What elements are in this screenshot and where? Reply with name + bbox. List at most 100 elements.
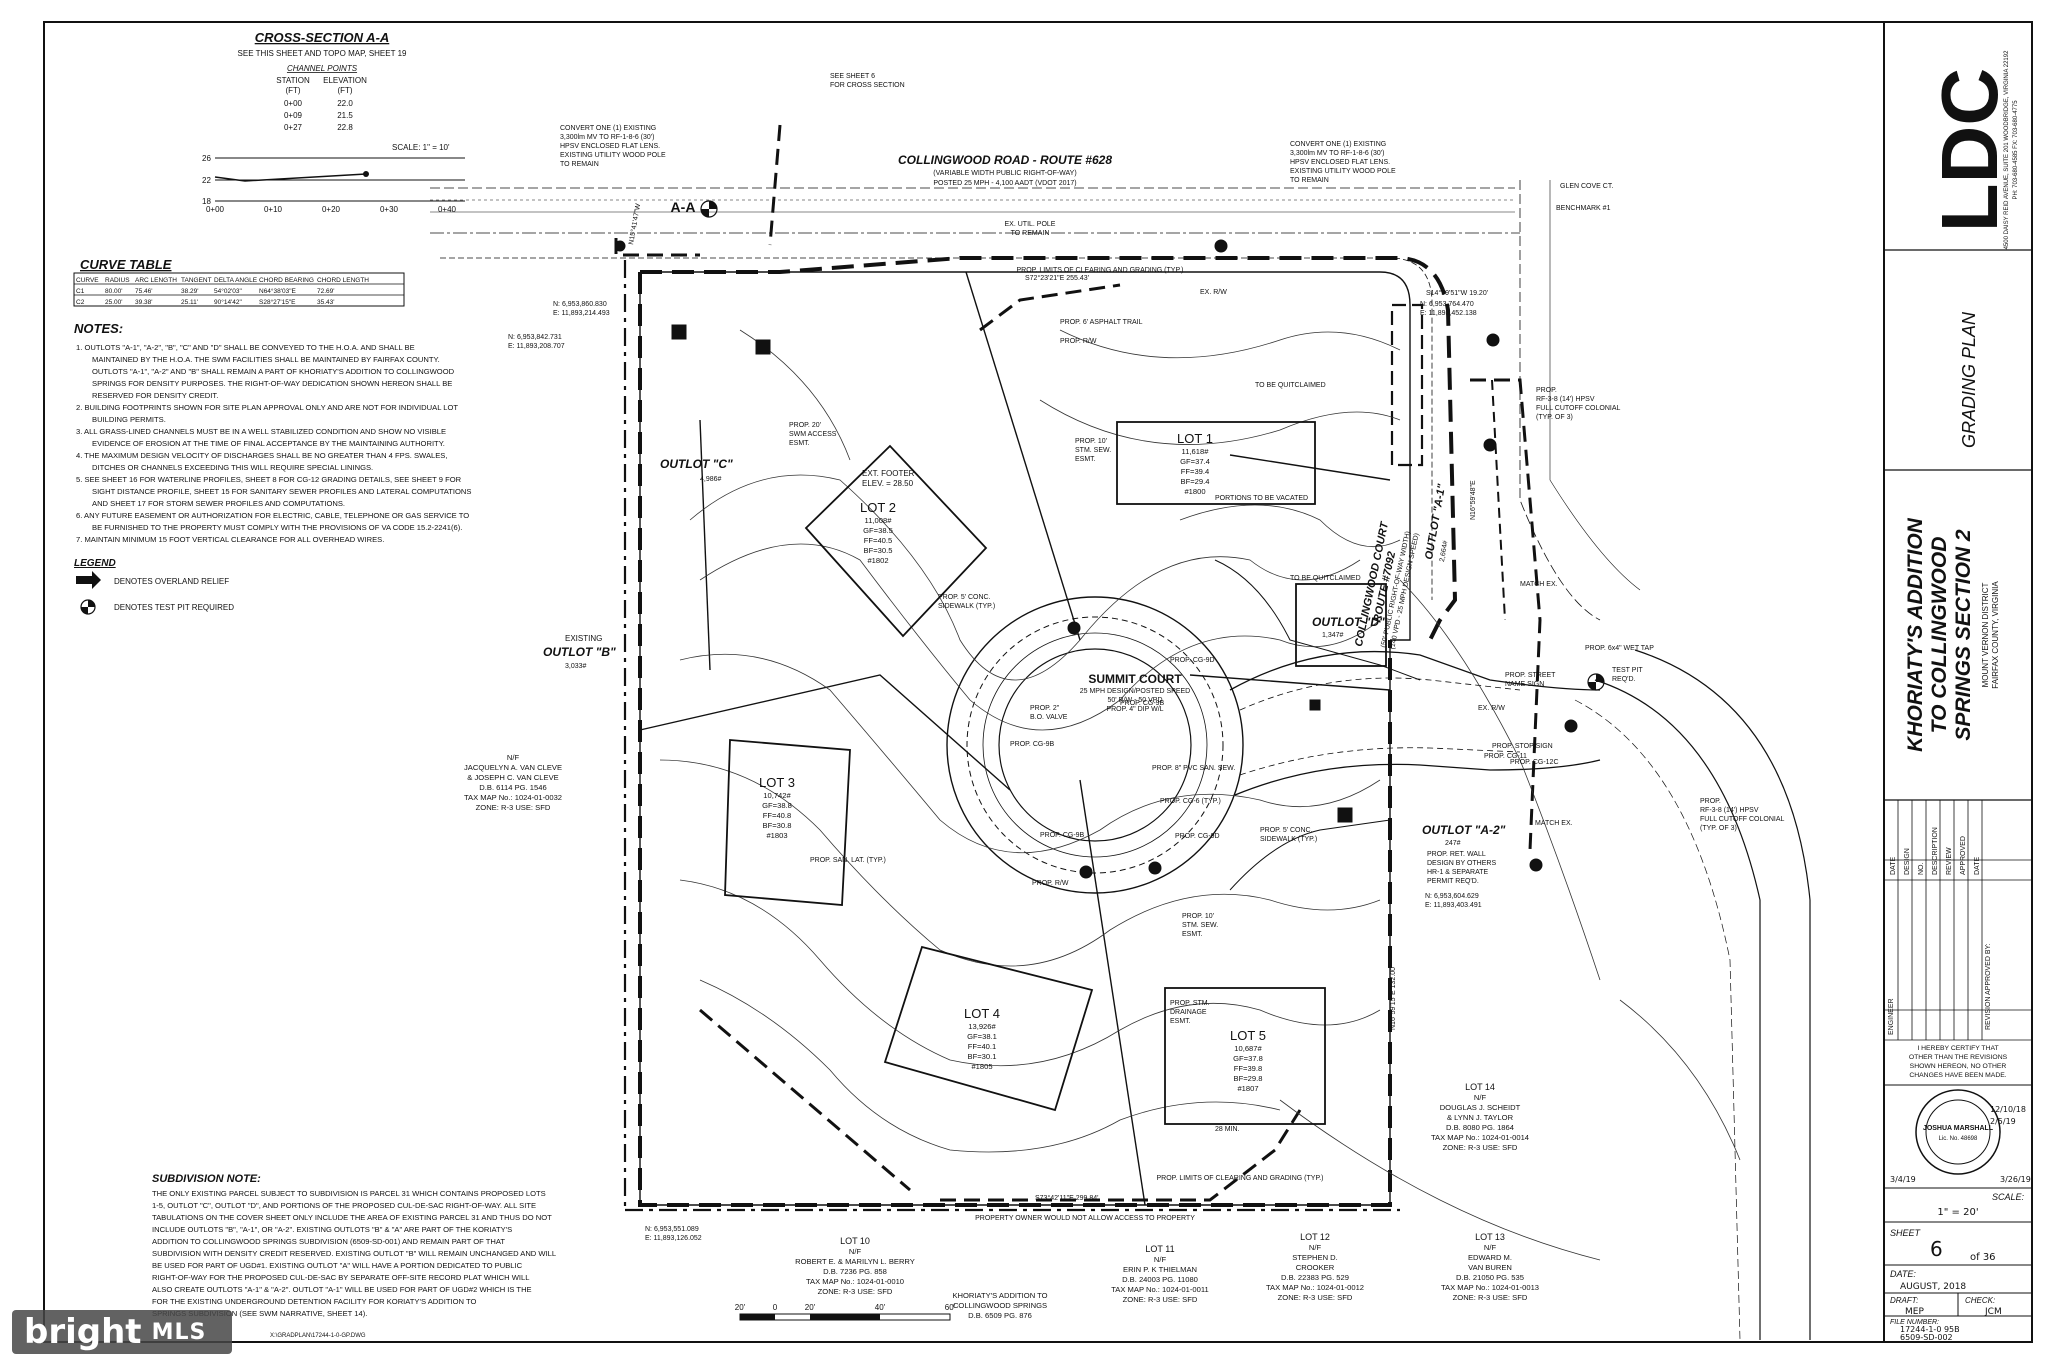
rf-bottom-line: FULL CUTOFF COLONIAL xyxy=(1700,816,1785,823)
lot-gf: GF=38.8 xyxy=(762,801,792,810)
note-line: 7. MAINTAIN MINIMUM 15 FOOT VERTICAL CLE… xyxy=(76,535,384,544)
road-sub2: POSTED 25 MPH - 4,100 AADT (VDOT 2017) xyxy=(933,180,1076,187)
file-label: FILE NUMBER: xyxy=(1890,1319,1939,1326)
neighbor-lot13: VAN BUREN xyxy=(1468,1263,1512,1272)
lot4-footprint xyxy=(883,945,1094,1112)
neighbor-lot13: EDWARD M. xyxy=(1468,1253,1512,1262)
lot-gf: GF=38.1 xyxy=(967,1032,997,1041)
subdivision-note-line: ALSO CREATE OUTLOTS "A-1" & "A-2". OUTLO… xyxy=(152,1285,532,1294)
firm-phone: PH: 703-680-4585 FX: 703-680-4775 xyxy=(2013,100,2019,200)
revision-column: DESIGN xyxy=(1904,848,1911,875)
ex-rw-2: EX. R/W xyxy=(1478,705,1505,712)
neighbor-lot12: ZONE: R-3 USE: SFD xyxy=(1278,1293,1353,1302)
stm1-line: STM. SEW. xyxy=(1075,447,1111,454)
convert-left-line: CONVERT ONE (1) EXISTING xyxy=(560,125,656,132)
neighbor-lot12: TAX MAP No.: 1024-01-0012 xyxy=(1266,1283,1364,1292)
cross-section-title: CROSS-SECTION A-A xyxy=(255,30,390,45)
notes-title: NOTES: xyxy=(74,321,123,336)
revision-column: DATE xyxy=(1974,857,1981,875)
test-pit-req-2: REQ'D. xyxy=(1612,676,1636,683)
summit-court-name: SUMMIT COURT xyxy=(1088,672,1182,686)
neighbor-lot11: ERIN P. K THIELMAN xyxy=(1123,1265,1197,1274)
lot-bf: BF=29.4 xyxy=(1181,477,1210,486)
outlot-c: OUTLOT "C" xyxy=(660,457,733,471)
curve-table-cell: N64°38'03"E xyxy=(259,287,297,295)
file-value-2: 6509-SD-002 xyxy=(1900,1333,1953,1342)
lot-bf: BF=29.8 xyxy=(1234,1074,1263,1083)
lot-name: LOT 5 xyxy=(1230,1028,1266,1043)
curve-table-frame xyxy=(73,272,405,307)
util-pole-1: EX. UTIL. POLE xyxy=(1005,221,1056,228)
neighbor-vancleve: TAX MAP No.: 1024-01-0032 xyxy=(464,793,562,802)
neighbor-lot11: TAX MAP No.: 1024-01-0011 xyxy=(1111,1285,1209,1294)
note-line: SIGHT DISTANCE PROFILE, SHEET 15 FOR SAN… xyxy=(92,487,471,496)
util-pole-2: TO REMAIN xyxy=(1011,230,1050,237)
lot-ff: FF=40.5 xyxy=(864,536,893,545)
file-value: 17244-1-0 95B xyxy=(1900,1325,1960,1334)
rf-top-line: (TYP. OF 3) xyxy=(1536,414,1573,421)
convert-right-line: EXISTING UTILITY WOOD POLE xyxy=(1290,168,1396,175)
lot-labels: LOT 111,618#GF=37.4FF=39.4BF=29.4#1800LO… xyxy=(759,431,1266,1093)
bearing-4: N16°59'15"E 132.00' xyxy=(1389,966,1397,1030)
draft-value: MEP xyxy=(1905,1307,1924,1317)
subdivision-note-title: SUBDIVISION NOTE: xyxy=(152,1173,261,1185)
neighbor-lot12: N/F xyxy=(1309,1243,1322,1252)
overland-relief-arrow-icon xyxy=(76,571,101,589)
swm-access-line: PROP. 20' xyxy=(789,422,821,429)
sw2-line: PROP. 5' CONC. xyxy=(1260,827,1313,834)
neighbor-lot12: STEPHEN D. xyxy=(1292,1253,1338,1262)
sheet-label: SHEET xyxy=(1890,1228,1922,1238)
match-ex-1: MATCH EX. xyxy=(1520,581,1558,588)
neighbor-lot10: TAX MAP No.: 1024-01-0010 xyxy=(806,1277,904,1286)
drain-line: PROP. STM. xyxy=(1170,1000,1210,1007)
prop-rw-label-2: PROP. R/W xyxy=(1032,880,1069,887)
revision-by: REVISION APPROVED BY: xyxy=(1985,943,1992,1030)
stm2-line: STM. SEW. xyxy=(1182,922,1218,929)
house-footprints xyxy=(724,421,1387,1125)
coord-n4: N: 6,953,604.629 xyxy=(1425,893,1479,900)
curve-table-header: RADIUS xyxy=(105,277,130,284)
rf-top-line: FULL CUTOFF COLONIAL xyxy=(1536,405,1621,412)
quitclaimed-1: TO BE QUITCLAIMED xyxy=(1255,382,1326,389)
lot-area: 10,687# xyxy=(1234,1044,1262,1053)
stm2-line: ESMT. xyxy=(1182,931,1203,938)
revision-column: DESCRIPTION xyxy=(1932,827,1939,875)
vacated-label: PORTIONS TO BE VACATED xyxy=(1215,495,1308,502)
drain-line: ESMT. xyxy=(1170,1018,1191,1025)
see-sheet-1: SEE SHEET 6 xyxy=(830,73,875,80)
firm-address: 4500 DAISY REID AVENUE, SUITE 201 WOODBR… xyxy=(2004,50,2010,250)
outlot-a2-area: 247# xyxy=(1445,840,1461,847)
lot-name: LOT 2 xyxy=(860,500,896,515)
neighbor-lot13: LOT 13 xyxy=(1475,1232,1505,1242)
curve-table-header: ARC LENGTH xyxy=(135,277,177,284)
convert-left-line: EXISTING UTILITY WOOD POLE xyxy=(560,152,666,159)
neighbor-lot13: N/F xyxy=(1484,1243,1497,1252)
lot-area: 13,926# xyxy=(968,1022,996,1031)
subdivision-note-line: BE USED FOR PART OF UGD#1. EXISTING OUTL… xyxy=(152,1261,523,1270)
convert-right-line: HPSV ENCLOSED FLAT LENS. xyxy=(1290,159,1390,166)
coord-e1: E: 11,893,214.493 xyxy=(553,310,610,317)
convert-left-line: TO REMAIN xyxy=(560,161,599,168)
outlot-a2: OUTLOT "A-2" xyxy=(1422,823,1506,837)
lot-name: LOT 3 xyxy=(759,775,795,790)
bov-line: B.O. VALVE xyxy=(1030,714,1068,721)
curve-table-cell: C1 xyxy=(76,288,85,295)
prop-cg11: PROP. CG-11 xyxy=(1484,753,1527,760)
neighbor-lot10: ZONE: R-3 USE: SFD xyxy=(818,1287,893,1296)
cs-elevation: 22.8 xyxy=(337,123,353,132)
cs-ytick-26: 26 xyxy=(202,154,211,163)
note-line: BUILDING PERMITS. xyxy=(92,415,166,424)
pvc-label: PROP. 8" PVC SAN. SEW. xyxy=(1152,765,1235,772)
sw1-line: PROP. 5' CONC. xyxy=(938,594,991,601)
outlot-b-area: 3,033# xyxy=(565,663,587,670)
lot-gf: GF=37.8 xyxy=(1233,1054,1263,1063)
footer-elev-2: ELEV. = 28.50 xyxy=(862,479,914,488)
lot-area: 10,742# xyxy=(763,791,791,800)
see-sheet-2: FOR CROSS SECTION xyxy=(830,82,905,89)
curve-table-cell: 90°14'42" xyxy=(214,298,243,306)
quitclaimed-2: TO BE QUITCLAIMED xyxy=(1290,575,1361,582)
note-line: BE FURNISHED TO THE PROPERTY MUST COMPLY… xyxy=(92,523,462,532)
